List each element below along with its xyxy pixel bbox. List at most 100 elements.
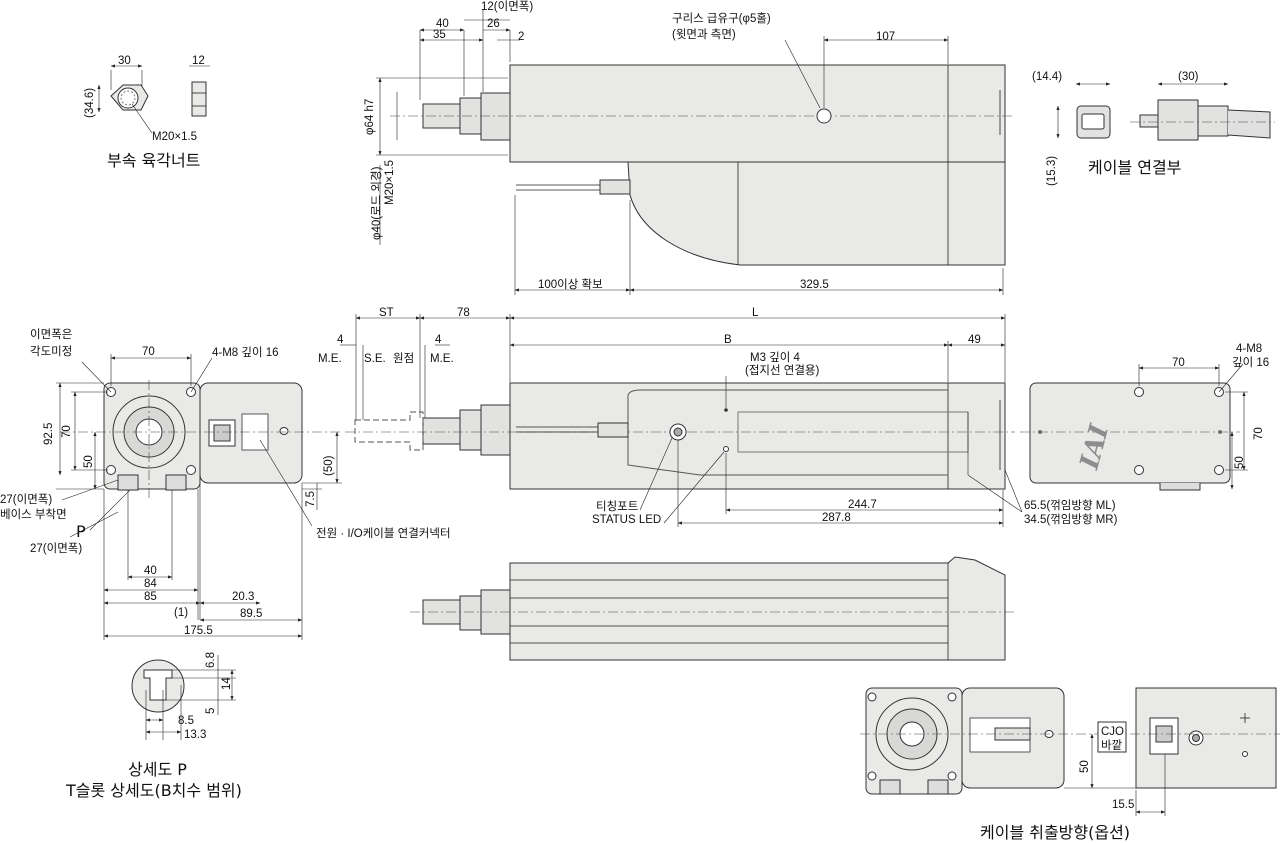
- side-dim-34-5: 34.5(꺾임방향 MR): [1024, 513, 1118, 526]
- power-io-connector: [208, 419, 236, 447]
- top-clearance: 100이상 확보: [538, 278, 603, 291]
- grease-label: 구리스 급유구(φ5홀): [672, 12, 771, 25]
- top-dim-40: 40: [436, 18, 449, 30]
- side-st: ST: [379, 307, 394, 319]
- ground-m3: [724, 408, 728, 412]
- side-dim-65-5: 65.5(꺾임방향 ML): [1024, 499, 1116, 512]
- grease-label-2: (윗면과 측면): [672, 28, 736, 41]
- top-cable-connector: [599, 179, 631, 195]
- side-m3b: (접지선 연결용): [745, 364, 820, 377]
- front-dim-85: 85: [144, 591, 157, 603]
- hex-nut-side: [191, 81, 207, 117]
- top-rod-dia: φ64 h7: [364, 99, 376, 135]
- front-dim-27b: 27(이면폭): [30, 542, 82, 555]
- status-led: [723, 446, 729, 452]
- tslot-dim-5: 5: [205, 708, 217, 714]
- side-dim-244-7: 244.7: [848, 499, 877, 511]
- end-bolts-1: 4-M8: [1236, 343, 1262, 355]
- nut-dim-30: 30: [118, 55, 131, 67]
- front-p-label: P: [76, 522, 86, 541]
- end-view: [1020, 363, 1248, 491]
- tslot-detail: [131, 655, 236, 740]
- side-B: B: [724, 334, 732, 346]
- front-dim-27a: 27(이면폭): [0, 493, 52, 506]
- nut-thread: M20×1.5: [152, 131, 197, 143]
- side-body: [509, 382, 1006, 490]
- front-bolts: 4-M8 깊이 16: [212, 346, 279, 359]
- front-dim-1: (1): [174, 607, 188, 619]
- end-bolt-4: [1214, 465, 1224, 475]
- front-dim-70v: 70: [61, 425, 73, 438]
- cable-conn-title: 케이블 연결부: [1088, 158, 1181, 177]
- end-dim-70: 70: [1172, 357, 1185, 369]
- front-dim-175-5: 175.5: [184, 625, 213, 637]
- front-note-1: 이면폭은: [30, 328, 72, 341]
- cjo-1: CJO: [1101, 726, 1124, 738]
- front-dim-20-3: 20.3: [232, 591, 254, 603]
- side-led: STATUS LED: [592, 514, 661, 526]
- top-motor-housing: [627, 161, 1006, 266]
- front-dim-50: 50: [83, 455, 95, 468]
- cable-dim-15-3: (15.3): [1046, 156, 1058, 186]
- top-rod-outer: φ40(로드 외경): [369, 166, 383, 240]
- side-me1: M.E.: [318, 353, 342, 365]
- top-dim-35: 35: [433, 29, 446, 41]
- cjo-2: 바깥: [1101, 739, 1123, 752]
- hex-nut-view: [97, 64, 210, 134]
- bolt-hole-4: [186, 465, 196, 475]
- front-base: 베이스 부착면: [0, 508, 67, 521]
- top-dim-2: 2: [518, 31, 524, 43]
- front-note-2: 각도미정: [30, 345, 72, 358]
- end-bolt-1: [1134, 387, 1144, 397]
- front-dim-84: 84: [144, 578, 157, 590]
- end-bolts-2: 깊이 16: [1232, 356, 1269, 369]
- front-dim-7-5: 7.5: [305, 491, 317, 507]
- front-dim-70: 70: [142, 346, 155, 358]
- side-teach: 티칭포트: [596, 500, 638, 513]
- grease-port: [816, 108, 832, 124]
- tslot-dim-13-3: 13.3: [184, 729, 206, 741]
- side-rod: [422, 417, 461, 445]
- side-dim-4a: 4: [337, 334, 344, 346]
- side-dim-49: 49: [968, 334, 981, 346]
- cable-conn-side: [1157, 99, 1199, 141]
- option-dim-15-5: 15.5: [1112, 799, 1134, 811]
- side-origin: 원점: [393, 351, 414, 365]
- side-cable-plug: [597, 422, 629, 438]
- cable-dim-30: (30): [1178, 71, 1199, 83]
- nut-dim-34-6: (34.6): [84, 88, 96, 118]
- side-dim-4b: 4: [435, 334, 442, 346]
- front-view: [56, 354, 342, 640]
- top-dim-12: 12(이면폭): [481, 0, 533, 13]
- side-se: S.E.: [364, 353, 386, 365]
- tslot-dim-6-8: 6.8: [205, 652, 217, 668]
- nut-dim-12: 12: [192, 55, 205, 67]
- top-dim-107: 107: [876, 31, 895, 43]
- bottom-body: [509, 556, 1006, 661]
- top-body: [509, 64, 1006, 163]
- option-dim-50: 50: [1079, 760, 1091, 773]
- front-dim-92-5: 92.5: [43, 423, 55, 445]
- top-dim-329-5: 329.5: [800, 279, 829, 291]
- cjo-label-box: [1097, 721, 1127, 753]
- end-bolt-3: [1134, 465, 1144, 475]
- side-m3: M3 깊이 4: [750, 351, 801, 364]
- front-dim-50r: (50): [323, 455, 335, 476]
- side-dim-78: 78: [457, 307, 470, 319]
- cable-dim-14-4: (14.4): [1032, 71, 1062, 83]
- top-dim-26: 26: [487, 18, 500, 30]
- end-dim-50: 50: [1234, 456, 1246, 469]
- side-dim-287-8: 287.8: [822, 512, 851, 524]
- side-view: [340, 314, 1023, 527]
- front-connector-label: 전원 · I/O케이블 연결커넥터: [316, 526, 451, 540]
- tslot-title-2: T슬롯 상세도(B치수 범위): [65, 781, 242, 800]
- end-face: [1029, 382, 1231, 484]
- nut-title: 부속 육각너트: [107, 151, 200, 170]
- side-me2: M.E.: [430, 353, 454, 365]
- cable-connection-view: [1056, 82, 1275, 141]
- top-rod-thread: M20×1.5: [384, 160, 396, 205]
- tslot-title-1: 상세도 P: [128, 760, 187, 779]
- tslot-dim-8-5: 8.5: [178, 715, 194, 727]
